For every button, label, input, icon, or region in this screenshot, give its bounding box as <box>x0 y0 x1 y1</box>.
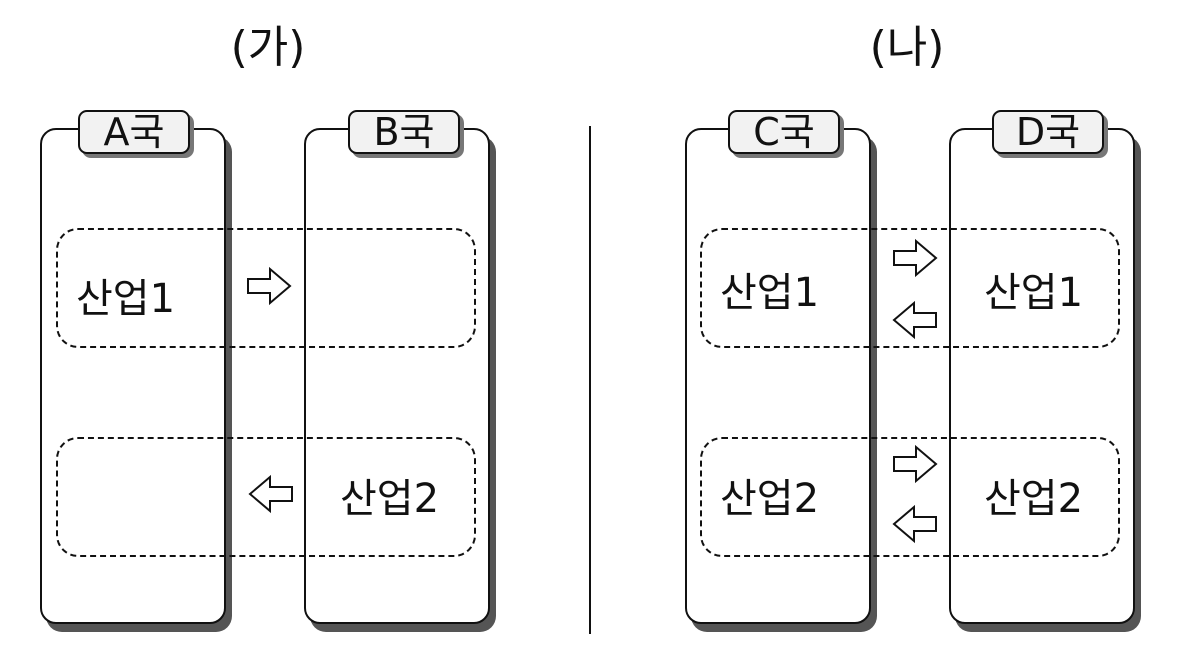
diagram-title-na: (나) <box>869 22 945 73</box>
right-arrow-icon <box>247 266 292 306</box>
left-arrow-icon <box>248 474 293 514</box>
industry-label: 산업2 <box>984 476 1084 522</box>
industry-label: 산업1 <box>76 276 176 322</box>
country-label-c: C국 <box>728 110 840 154</box>
industry-label: 산업2 <box>720 476 820 522</box>
industry-group-2 <box>700 437 1120 557</box>
section-divider <box>589 126 591 634</box>
right-arrow-icon <box>893 444 938 484</box>
country-label-a: A국 <box>78 110 190 154</box>
country-label-d: D국 <box>992 110 1104 154</box>
industry-group-1 <box>700 228 1120 348</box>
diagram-title-ga: (가) <box>230 22 306 73</box>
industry-group-2 <box>56 437 476 557</box>
industry-group-1 <box>56 228 476 348</box>
country-label-b: B국 <box>348 110 460 154</box>
right-arrow-icon <box>893 238 938 278</box>
industry-label: 산업1 <box>720 270 820 316</box>
left-arrow-icon <box>892 300 937 340</box>
industry-label: 산업1 <box>984 270 1084 316</box>
left-arrow-icon <box>892 504 937 544</box>
industry-label: 산업2 <box>340 476 440 522</box>
